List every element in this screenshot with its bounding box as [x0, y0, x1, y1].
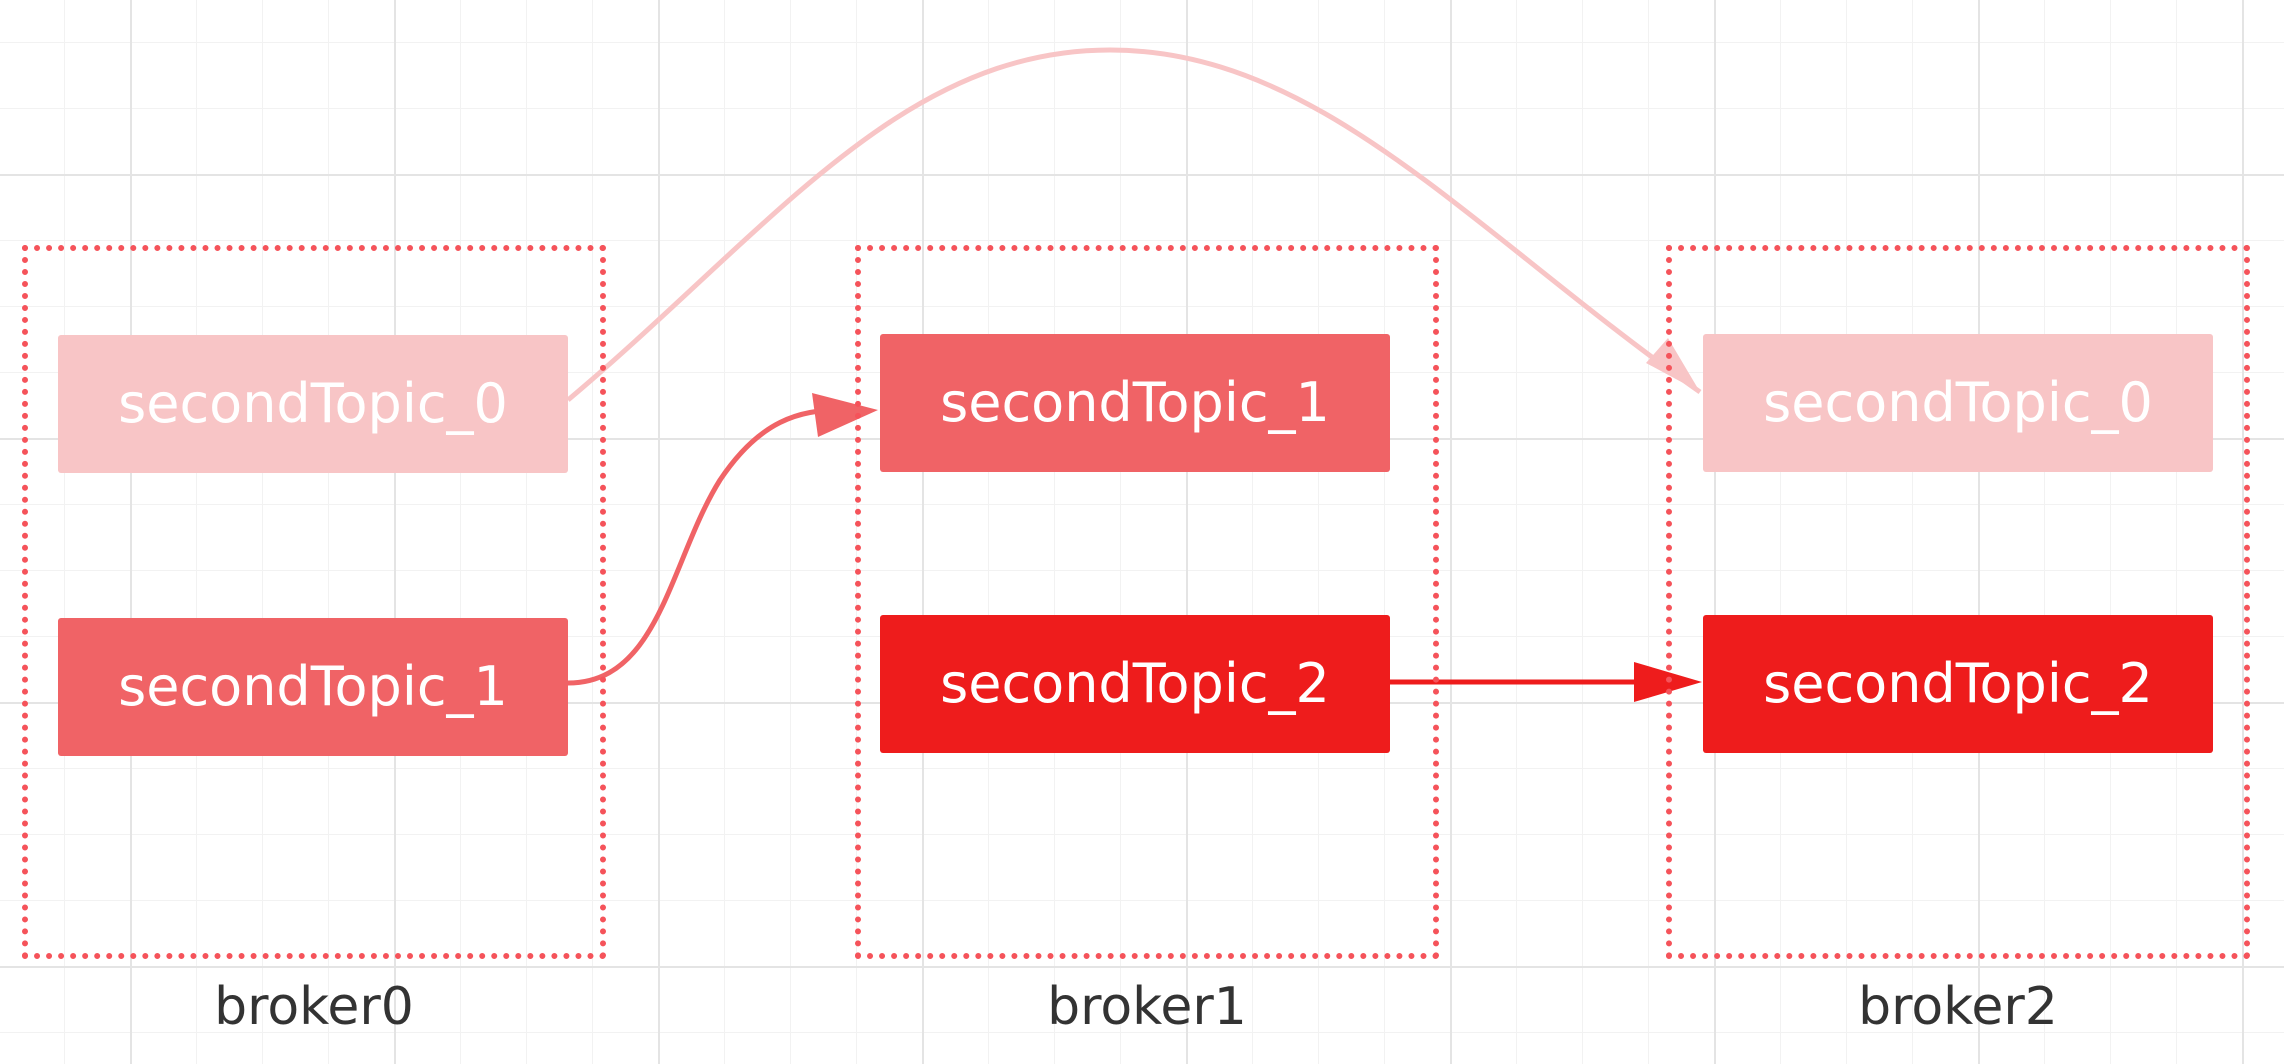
broker-box-2 — [1666, 245, 2250, 959]
broker-box-0 — [22, 245, 606, 959]
broker-label: broker0 — [214, 977, 414, 1037]
broker-label: broker1 — [1047, 977, 1247, 1037]
broker-label: broker2 — [1858, 977, 2058, 1037]
partition-box: secondTopic_1 — [58, 618, 568, 756]
partition-box: secondTopic_2 — [880, 615, 1390, 753]
partition-box: secondTopic_2 — [1703, 615, 2213, 753]
broker-box-1 — [855, 245, 1439, 959]
replication-arrow-partition-1 — [567, 407, 841, 686]
partition-box: secondTopic_0 — [58, 335, 568, 473]
partition-box: secondTopic_1 — [880, 334, 1390, 472]
partition-box: secondTopic_0 — [1703, 334, 2213, 472]
